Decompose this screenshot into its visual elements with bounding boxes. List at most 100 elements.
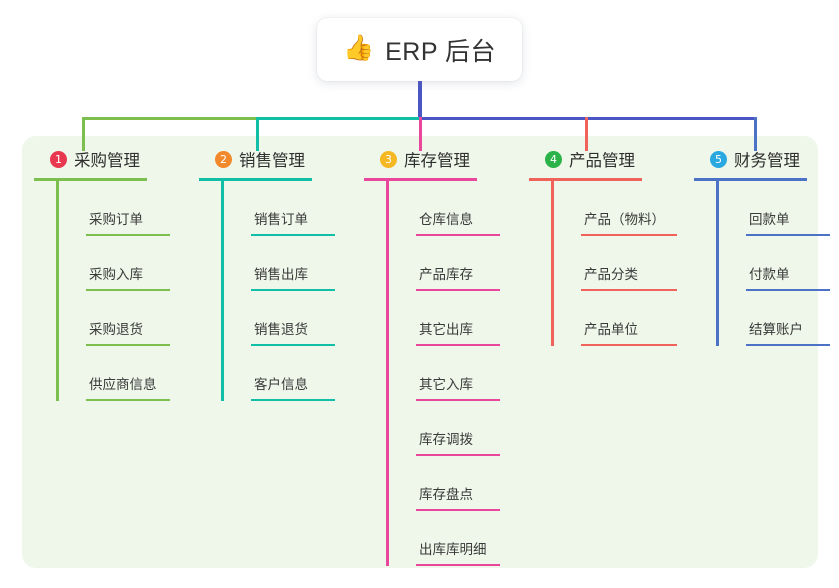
column-title-5: 财务管理 <box>734 152 800 170</box>
list-item-rule <box>416 289 500 291</box>
list-item[interactable]: 产品分类 <box>559 236 677 291</box>
column-items-3: 仓库信息产品库存其它出库其它入库库存调拨库存盘点出库库明细 <box>364 181 500 566</box>
list-item-label: 销售订单 <box>254 212 308 227</box>
list-item-label: 销售退货 <box>254 322 308 337</box>
list-item-label: 产品单位 <box>584 322 638 337</box>
column-title-2: 销售管理 <box>239 152 305 170</box>
list-item-rule <box>581 344 677 346</box>
list-item-label: 其它入库 <box>419 377 473 392</box>
list-item-rule <box>746 344 830 346</box>
list-item-rule <box>746 234 830 236</box>
column-spine-1 <box>56 181 59 401</box>
column-items-2: 销售订单销售出库销售退货客户信息 <box>199 181 335 401</box>
list-item[interactable]: 采购订单 <box>64 181 170 236</box>
column-spine-3 <box>386 181 389 566</box>
drop-connector-4 <box>585 117 588 151</box>
list-item[interactable]: 产品（物料） <box>559 181 677 236</box>
list-item-label: 客户信息 <box>254 377 308 392</box>
list-item-label: 库存盘点 <box>419 487 473 502</box>
list-item-rule <box>416 454 500 456</box>
root-node-title: ERP 后台 <box>385 37 497 66</box>
list-item-rule <box>86 399 170 401</box>
diagram-background-panel <box>22 136 818 568</box>
list-item-label: 供应商信息 <box>89 377 157 392</box>
list-item-label: 库存调拨 <box>419 432 473 447</box>
column-2: 2 销售管理销售订单销售出库销售退货客户信息 <box>199 146 335 401</box>
drop-connector-5 <box>754 117 757 151</box>
list-item[interactable]: 产品单位 <box>559 291 677 346</box>
list-item[interactable]: 产品库存 <box>394 236 500 291</box>
trunk-segment-teal <box>256 117 419 120</box>
drop-connector-2 <box>256 117 259 151</box>
list-item-rule <box>251 399 335 401</box>
list-item-rule <box>581 289 677 291</box>
list-item[interactable]: 付款单 <box>724 236 830 291</box>
column-items-1: 采购订单采购入库采购退货供应商信息 <box>34 181 170 401</box>
list-item[interactable]: 库存调拨 <box>394 401 500 456</box>
list-item-label: 其它出库 <box>419 322 473 337</box>
list-item-label: 回款单 <box>749 212 790 227</box>
list-item-rule <box>86 289 170 291</box>
trunk-segment-green <box>82 117 256 120</box>
column-title-4: 产品管理 <box>569 152 635 170</box>
column-header-rule-3 <box>364 178 477 181</box>
column-header-2[interactable]: 2 销售管理 <box>199 146 312 172</box>
list-item[interactable]: 销售退货 <box>229 291 335 346</box>
drop-connector-1 <box>82 117 85 151</box>
list-item[interactable]: 其它入库 <box>394 346 500 401</box>
column-badge-5: 5 <box>710 150 727 168</box>
list-item-label: 产品（物料） <box>584 212 665 227</box>
list-item-rule <box>416 234 500 236</box>
list-item[interactable]: 库存盘点 <box>394 456 500 511</box>
list-item-rule <box>416 399 500 401</box>
list-item-label: 采购入库 <box>89 267 143 282</box>
column-header-5[interactable]: 5 财务管理 <box>694 146 807 172</box>
column-header-rule-2 <box>199 178 312 181</box>
list-item-label: 结算账户 <box>749 322 803 337</box>
column-header-rule-1 <box>34 178 147 181</box>
list-item[interactable]: 回款单 <box>724 181 830 236</box>
list-item[interactable]: 结算账户 <box>724 291 830 346</box>
list-item-rule <box>251 234 335 236</box>
list-item[interactable]: 客户信息 <box>229 346 335 401</box>
list-item[interactable]: 采购入库 <box>64 236 170 291</box>
column-spine-4 <box>551 181 554 346</box>
list-item-label: 采购订单 <box>89 212 143 227</box>
root-node-card[interactable]: 👍 ERP 后台 <box>317 18 522 81</box>
list-item-rule <box>581 234 677 236</box>
list-item[interactable]: 采购退货 <box>64 291 170 346</box>
list-item-label: 仓库信息 <box>419 212 473 227</box>
column-header-rule-4 <box>529 178 642 181</box>
column-items-4: 产品（物料） 产品分类产品单位 <box>529 181 677 346</box>
list-item-rule <box>746 289 830 291</box>
list-item[interactable]: 销售出库 <box>229 236 335 291</box>
list-item-label: 产品分类 <box>584 267 638 282</box>
list-item-label: 付款单 <box>749 267 790 282</box>
column-5: 5 财务管理回款单付款单结算账户 <box>694 146 830 346</box>
column-spine-2 <box>221 181 224 401</box>
list-item-rule <box>251 344 335 346</box>
list-item-label: 产品库存 <box>419 267 473 282</box>
list-item[interactable]: 销售订单 <box>229 181 335 236</box>
column-title-3: 库存管理 <box>404 152 470 170</box>
list-item-rule <box>86 234 170 236</box>
list-item-rule <box>251 289 335 291</box>
list-item-rule <box>416 564 500 566</box>
list-item[interactable]: 出库库明细 <box>394 511 500 566</box>
list-item[interactable]: 仓库信息 <box>394 181 500 236</box>
list-item-rule <box>86 344 170 346</box>
drop-connector-3 <box>419 117 422 151</box>
column-badge-2: 2 <box>215 150 232 168</box>
column-header-rule-5 <box>694 178 807 181</box>
column-spine-5 <box>716 181 719 346</box>
list-item[interactable]: 其它出库 <box>394 291 500 346</box>
list-item[interactable]: 供应商信息 <box>64 346 170 401</box>
column-title-1: 采购管理 <box>74 152 140 170</box>
list-item-label: 采购退货 <box>89 322 143 337</box>
